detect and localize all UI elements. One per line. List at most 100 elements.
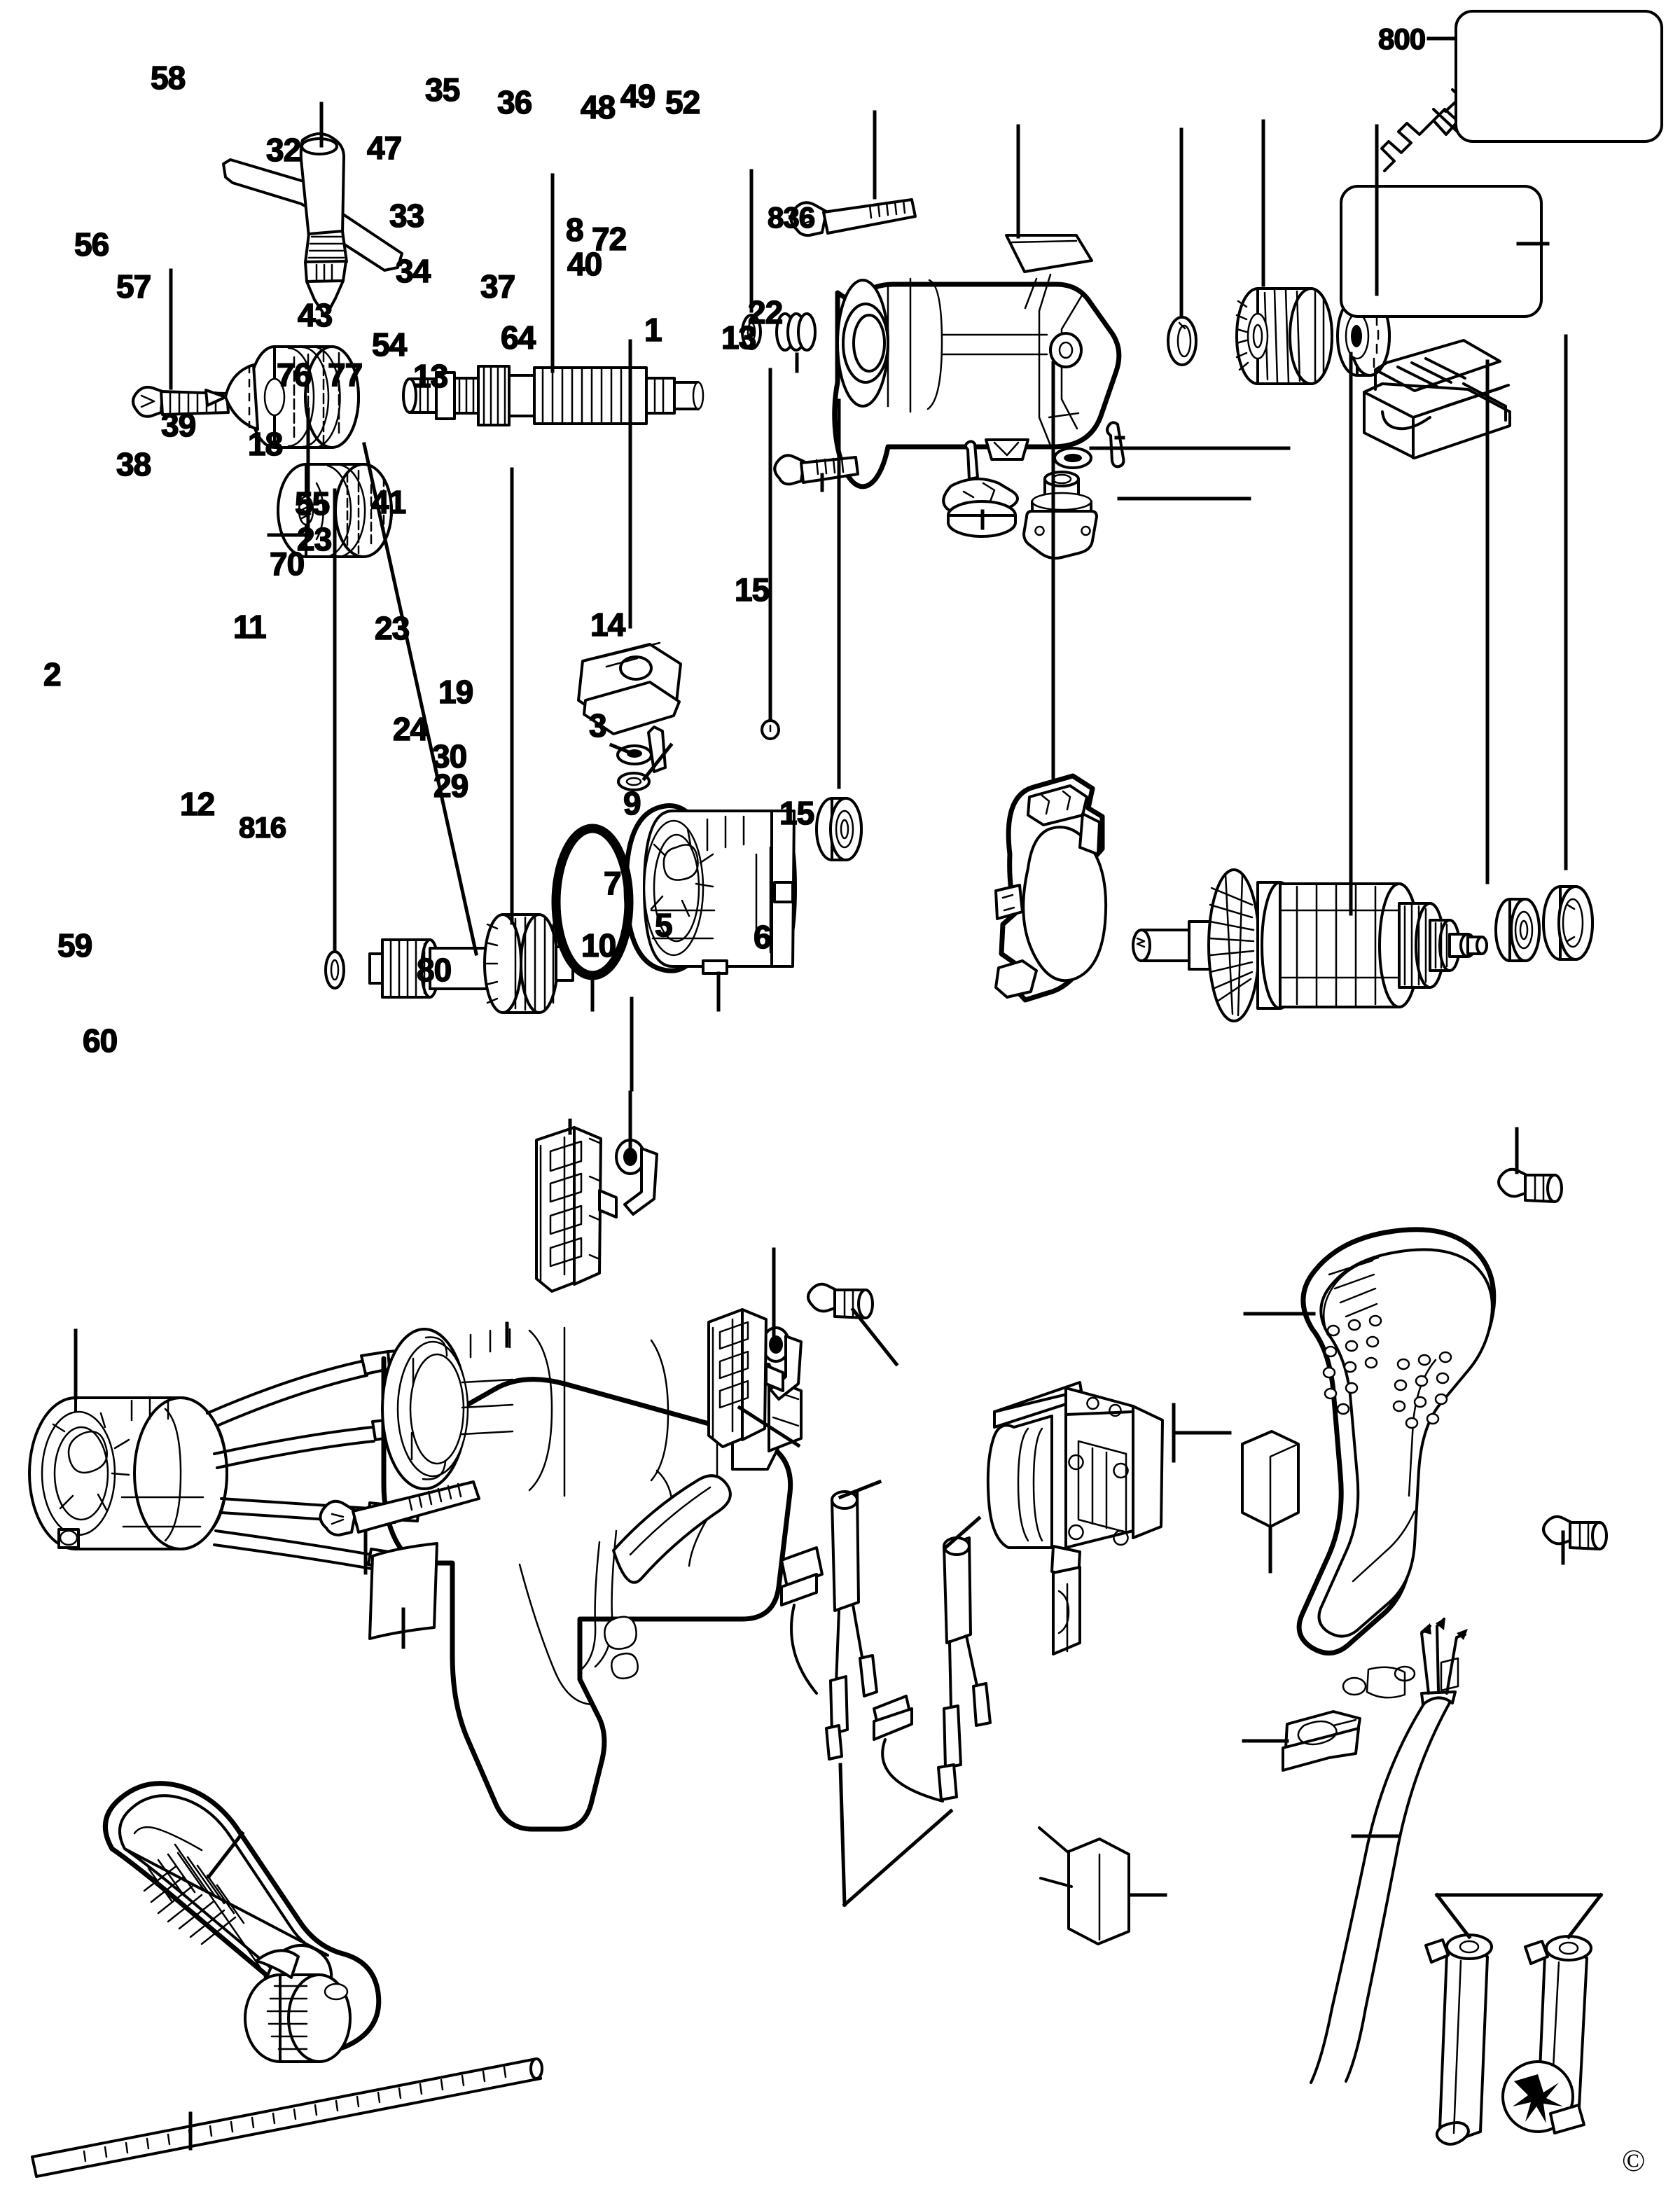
part-72-seal xyxy=(1055,448,1091,468)
callout-13-21: 13 xyxy=(721,319,757,356)
callout-9-45: 9 xyxy=(623,785,641,821)
callout-23-32: 23 xyxy=(296,521,333,557)
part-816-nameplate xyxy=(370,1543,437,1639)
part-1-armature xyxy=(1133,870,1487,1021)
callout-41-31: 41 xyxy=(370,484,407,520)
inset-800-box xyxy=(1455,10,1663,143)
callout-7-48: 7 xyxy=(603,865,622,901)
callout-54-20: 54 xyxy=(371,326,408,363)
part-9-capacitor xyxy=(1242,1431,1298,1527)
part-39-gear-shaft xyxy=(370,915,573,1013)
part-38-washer xyxy=(326,952,344,988)
callout-34-14: 34 xyxy=(395,253,431,289)
part-58-chuck-key xyxy=(223,134,402,317)
part-7-cord-clamp xyxy=(1283,1711,1360,1770)
part-14-handle-cover xyxy=(1299,1230,1494,1697)
part-13-bearing xyxy=(1496,899,1539,961)
part-2-field-stator xyxy=(29,1350,423,1571)
callout-70-33: 70 xyxy=(269,546,305,582)
callout-35-2: 35 xyxy=(424,71,461,108)
callout-47-8: 47 xyxy=(366,130,403,166)
callout-60-54: 60 xyxy=(82,1022,118,1059)
inset-836-box xyxy=(1340,185,1543,318)
part-40-spindle-lock xyxy=(1024,472,1097,558)
part-48-washer xyxy=(1168,317,1196,365)
part-60-depth-rod xyxy=(32,2059,542,2176)
part-55-oring xyxy=(556,828,629,975)
part-15-screw-upper xyxy=(1499,1169,1562,1202)
callout-64-22: 64 xyxy=(500,319,536,356)
inset-836-illustration xyxy=(1364,340,1510,458)
callout-39-27: 39 xyxy=(160,407,197,443)
callout-836-9: 836 xyxy=(767,201,816,234)
callout-5-50: 5 xyxy=(654,907,673,943)
callout-8-12: 8 xyxy=(565,211,584,248)
part-29-carbon-brush xyxy=(874,1538,990,1801)
callout-33-11: 33 xyxy=(389,197,425,234)
callout-10-52: 10 xyxy=(581,927,617,964)
part-76-seal xyxy=(618,746,651,764)
callout-6-51: 6 xyxy=(753,919,772,955)
callout-48-4: 48 xyxy=(580,89,616,125)
part-59-side-handle xyxy=(105,1784,378,2062)
part-77-washer xyxy=(618,773,649,790)
callout-11-34: 11 xyxy=(232,609,267,645)
part-54-circlip xyxy=(762,721,779,739)
callout-29-44: 29 xyxy=(433,768,469,804)
callout-800-0: 800 xyxy=(1377,22,1426,55)
callout-23-37: 23 xyxy=(374,610,410,646)
part-8-pin xyxy=(1107,422,1123,466)
part-19-screw xyxy=(808,1284,873,1318)
callout-1-23: 1 xyxy=(644,312,662,348)
callout-3-40: 3 xyxy=(588,707,607,744)
callout-76-25: 76 xyxy=(276,356,312,393)
callout-37-16: 37 xyxy=(480,268,516,305)
part-36-gear-housing xyxy=(835,235,1119,487)
callout-77-26: 77 xyxy=(327,356,363,393)
callout-32-7: 32 xyxy=(265,132,302,168)
part-5-power-cord xyxy=(1311,1618,1468,2083)
part-22-bearing-retainer xyxy=(1543,887,1592,959)
callout-57-17: 57 xyxy=(116,268,152,305)
callout-816-47: 816 xyxy=(238,811,287,844)
part-32-spindle xyxy=(403,366,703,425)
part-70-brush-holder xyxy=(536,1127,616,1291)
callout-55-30: 55 xyxy=(294,485,331,522)
callout-58-1: 58 xyxy=(150,60,186,96)
callout-40-15: 40 xyxy=(567,246,603,282)
part-15-screw-lower xyxy=(1543,1517,1606,1549)
callout-80-53: 80 xyxy=(416,952,452,988)
part-41-fan-baffle xyxy=(626,806,796,974)
callout-36-3: 36 xyxy=(497,84,533,120)
part-34-screw xyxy=(775,455,858,484)
callout-30-42: 30 xyxy=(431,738,468,775)
part-10-suppressor xyxy=(1039,1828,1129,1944)
callout-49-5: 49 xyxy=(620,78,656,114)
callout-38-29: 38 xyxy=(116,446,152,482)
part-6-side-handle-rods xyxy=(1426,1935,1591,2144)
callout-12-43: 12 xyxy=(179,786,216,822)
part-33-washers xyxy=(777,314,815,350)
callout-15-36: 15 xyxy=(734,571,770,608)
callout-13-24: 13 xyxy=(412,358,449,394)
callout-18-28: 18 xyxy=(247,426,284,462)
callout-59-49: 59 xyxy=(57,927,93,964)
callout-24-41: 24 xyxy=(392,711,429,747)
callout-22-19: 22 xyxy=(747,294,784,331)
part-13-bearing-small xyxy=(817,798,861,860)
callout-52-6: 52 xyxy=(665,84,701,120)
part-23-spring-upper xyxy=(616,1140,657,1214)
callout-19-38: 19 xyxy=(438,674,474,710)
part-47-oring xyxy=(742,315,761,349)
callout-14-35: 14 xyxy=(590,606,626,643)
part-49-gear xyxy=(1237,289,1332,384)
callout-72-13: 72 xyxy=(591,221,627,257)
part-35-long-screw xyxy=(791,200,915,235)
callout-15-46: 15 xyxy=(779,795,815,831)
part-12-long-screw xyxy=(320,1482,479,1535)
callout-43-18: 43 xyxy=(297,297,333,333)
part-30-carbon-brush xyxy=(782,1492,877,1759)
part-3-switch-assembly xyxy=(988,1382,1162,1654)
